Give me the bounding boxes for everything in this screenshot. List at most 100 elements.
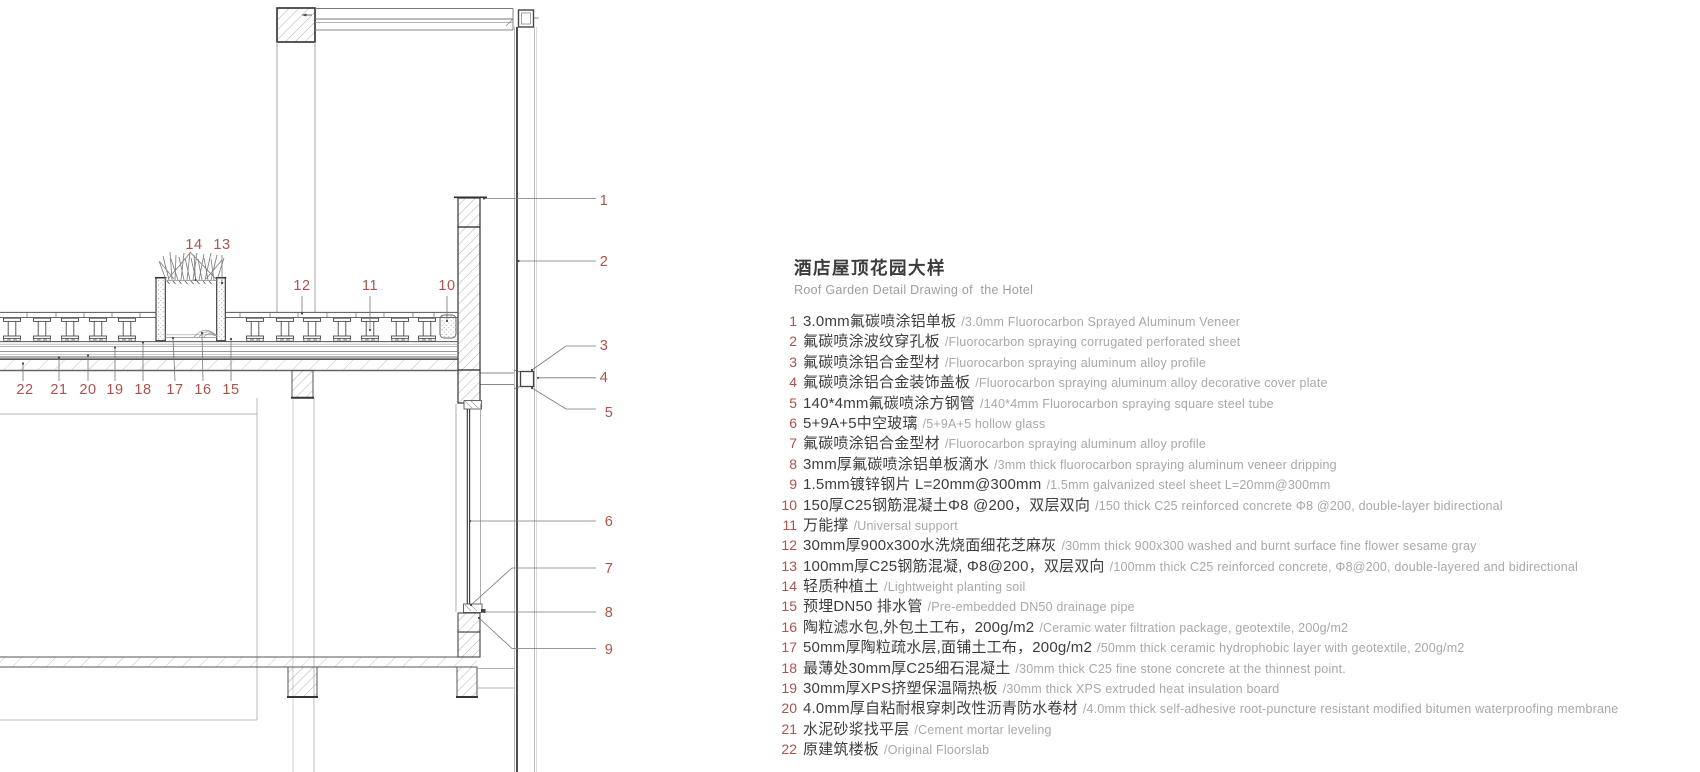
- legend-item-number: 21: [781, 720, 797, 737]
- roof-deck-buildup: [0, 311, 458, 372]
- drawing-callout-9: 9: [604, 641, 614, 658]
- pedestal: [418, 317, 436, 342]
- legend-item: 7 氟碳喷涂铝合金型材/Fluorocarbon spraying aluminu…: [775, 432, 1675, 452]
- legend-item-number: 11: [782, 516, 797, 533]
- drawing-callout-2: 2: [599, 253, 609, 270]
- legend-item-number: 7: [789, 435, 797, 452]
- drawing-callout-19: 19: [106, 381, 124, 398]
- drawing-callout-1: 1: [599, 192, 609, 209]
- legend-item: 12 30mm厚900x300水洗烧面细花芝麻灰/30mm thick 900x3…: [775, 534, 1675, 554]
- legend-item-number: 15: [781, 598, 797, 615]
- legend-item-number: 2: [789, 333, 797, 350]
- pedestal: [276, 317, 294, 342]
- legend-item-label-zh: 3.0mm氟碳喷涂铝单板: [803, 313, 957, 330]
- legend-item-label-en: /30mm thick 900x300 washed and burnt sur…: [1061, 539, 1477, 554]
- pedestal: [61, 317, 79, 342]
- soil-ticks: [166, 280, 212, 285]
- legend-item-label-en: /1.5mm galvanized steel sheet L=20mm@300…: [1046, 478, 1331, 493]
- legend-item-label-en: /Ceramic water filtration package, geote…: [1039, 620, 1349, 635]
- roof-slab-hatch: [0, 359, 458, 371]
- pedestal: [391, 317, 409, 342]
- drawing-callout-22: 22: [16, 381, 34, 398]
- legend-item-number: 12: [781, 537, 797, 554]
- legend-item-number: 14: [781, 578, 797, 595]
- legend-item-label-zh: 预埋DN50 排水管: [803, 598, 923, 616]
- drawing-callout-13: 13: [213, 236, 231, 253]
- legend: 酒店屋顶花园大样 Roof Garden Detail Drawing of t…: [775, 255, 1675, 759]
- downstand-beam-upper: [291, 370, 314, 398]
- drawing-callout-5: 5: [604, 404, 614, 421]
- legend-item-label-zh: 150厚C25钢筋混凝土Φ8 @200，双层双向: [803, 496, 1091, 514]
- legend-item-label-zh: 30mm厚900x300水洗烧面细花芝麻灰: [803, 537, 1057, 555]
- drawing-callout-15: 15: [222, 381, 240, 398]
- legend-item-label-zh: 氟碳喷涂波纹穿孔板: [803, 333, 940, 351]
- legend-item-label-en: /150 thick C25 reinforced concrete Φ8 @2…: [1095, 498, 1503, 513]
- drawing-callout-17: 17: [166, 381, 184, 398]
- ceiling-beam-lines: [302, 8, 514, 31]
- lower-structure: [0, 370, 514, 772]
- pedestal: [333, 317, 351, 342]
- legend-item-number: 18: [781, 659, 797, 676]
- legend-item-label-en: /Original Floorslab: [884, 743, 990, 758]
- detail-drawing-svg: [0, 7, 596, 772]
- legend-item: 10 150厚C25钢筋混凝土Φ8 @200，双层双向/150 thick C25…: [775, 494, 1675, 514]
- legend-item-label-en: /Fluorocarbon spraying aluminum alloy de…: [975, 376, 1328, 391]
- drawing-callout-16: 16: [194, 381, 212, 398]
- mullion-bracket: [480, 369, 535, 389]
- legend-item-label-zh: 氟碳喷涂铝合金型材: [803, 435, 940, 453]
- legend-item-number: 9: [789, 476, 797, 493]
- legend-item-number: 4: [789, 374, 797, 391]
- drawing-callout-4: 4: [599, 369, 609, 386]
- square-steel-tube: [517, 9, 539, 28]
- legend-item-number: 17: [781, 639, 797, 656]
- legend-item-label-zh: 水泥砂浆找平层: [803, 720, 910, 738]
- legend-item-label-zh: 100mm厚C25钢筋混凝, Φ8@200，双层双向: [803, 557, 1105, 575]
- window-assembly: [455, 400, 486, 658]
- drawing-callout-12: 12: [293, 277, 311, 294]
- lower-floor-slab: [0, 657, 477, 667]
- legend-item-label-zh: 轻质种植土: [803, 578, 880, 596]
- callout-leaders: [22, 198, 596, 649]
- legend-item-number: 19: [781, 680, 797, 697]
- legend-item-label-en: /5+9A+5 hollow glass: [922, 416, 1046, 431]
- legend-item-label-zh: 30mm厚XPS挤塑保温隔热板: [803, 680, 998, 698]
- legend-title-en: Roof Garden Detail Drawing of the Hotel: [794, 283, 1034, 297]
- drawing-callout-6: 6: [604, 513, 614, 530]
- legend-item-label-en: /Fluorocarbon spraying aluminum alloy pr…: [944, 437, 1207, 452]
- legend-item-label-zh: 万能撑: [803, 516, 849, 534]
- legend-item-number: 6: [789, 414, 797, 431]
- legend-item: 15 预埋DN50 排水管/Pre-embedded DN50 drainage …: [775, 595, 1675, 615]
- concrete-column-section: [276, 7, 316, 313]
- drawing-callout-7: 7: [604, 560, 614, 577]
- pedestal: [33, 317, 51, 342]
- drawing-callout-14: 14: [185, 236, 203, 253]
- legend-item-label-en: /30mm thick XPS extruded heat insulation…: [1002, 682, 1280, 697]
- legend-item-label-zh: 原建筑楼板: [803, 741, 880, 759]
- legend-item-number: 1: [789, 313, 797, 329]
- pedestal: [118, 317, 136, 342]
- legend-item-label-en: /Universal support: [853, 518, 958, 533]
- legend-item-label-zh: 氟碳喷涂铝合金型材: [803, 353, 940, 371]
- legend-item-number: 5: [789, 394, 797, 411]
- drawing-callout-10: 10: [438, 277, 456, 294]
- legend-item-label-zh: 140*4mm氟碳喷涂方钢管: [803, 394, 975, 412]
- legend-item-label-en: /Pre-embedded DN50 drainage pipe: [927, 600, 1135, 615]
- legend-item-label-en: /30mm thick C25 fine stone concrete at t…: [1015, 661, 1346, 676]
- planter: [155, 251, 227, 342]
- legend-item-number: 10: [781, 496, 797, 513]
- pedestal: [303, 317, 321, 342]
- legend-item-label-zh: 氟碳喷涂铝合金装饰盖板: [803, 374, 971, 392]
- legend-item-number: 8: [789, 455, 797, 472]
